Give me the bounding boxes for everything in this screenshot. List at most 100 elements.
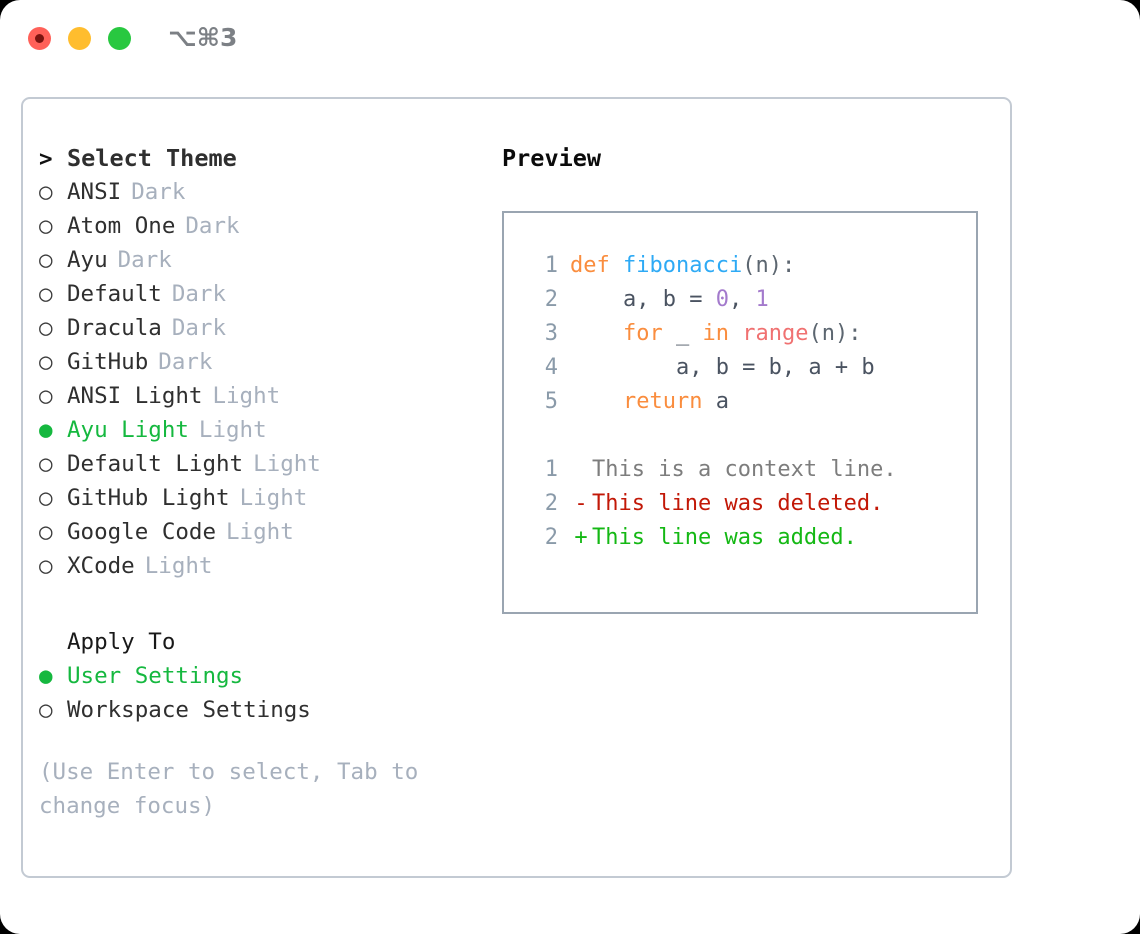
theme-option-label: Ayu (67, 247, 108, 273)
theme-variant-badge: Light (144, 553, 213, 579)
radio-unselected-icon: ○ (39, 349, 53, 375)
radio-unselected-icon: ○ (39, 383, 53, 409)
title-bar: ⌥⌘3 (0, 0, 1140, 78)
code-line: 1 def fibonacci(n): (504, 249, 976, 283)
theme-variant-badge: Dark (158, 349, 213, 375)
radio-unselected-icon: ○ (39, 213, 53, 239)
theme-variant-badge: Light (198, 417, 267, 443)
radio-selected-icon: ● (39, 663, 53, 689)
radio-unselected-icon: ○ (39, 519, 53, 545)
code-token-keyword: def (570, 253, 623, 278)
theme-option-label: Default (67, 281, 162, 307)
code-token-keyword: in (702, 321, 729, 346)
select-theme-heading: > Select Theme (39, 141, 469, 175)
close-window-button[interactable] (28, 27, 51, 50)
radio-unselected-icon: ○ (39, 485, 53, 511)
apply-to-title: Apply To (67, 629, 176, 655)
code-token-number: 1 (755, 287, 769, 312)
line-number: 2 (544, 491, 558, 516)
code-diff-spacer (504, 419, 976, 453)
diff-line-deleted: 2-This line was deleted. (504, 487, 976, 521)
keyboard-shortcut-label: ⌥⌘3 (168, 23, 238, 52)
code-line: 5 return a (504, 385, 976, 419)
radio-unselected-icon: ○ (39, 553, 53, 579)
line-number: 1 (544, 253, 558, 278)
radio-unselected-icon: ○ (39, 451, 53, 477)
code-token-text: a, b = (570, 287, 716, 312)
diff-line-added: 2+This line was added. (504, 521, 976, 555)
diff-text: This line was deleted. (592, 491, 884, 516)
code-token-builtin: range (742, 321, 809, 346)
theme-option-default-light[interactable]: ○ Default Light Light (39, 447, 469, 481)
line-number: 5 (544, 389, 558, 414)
code-token-punct: (n): (808, 321, 862, 346)
line-number: 1 (544, 457, 558, 482)
code-token-keyword: return (622, 389, 703, 414)
theme-variant-badge: Dark (185, 213, 240, 239)
theme-option-google-code[interactable]: ○ Google Code Light (39, 515, 469, 549)
code-token-text (570, 321, 623, 346)
radio-unselected-icon: ○ (39, 315, 53, 341)
preview-title: Preview (502, 144, 602, 172)
diff-line-context: 1 This is a context line. (504, 453, 976, 487)
line-number: 2 (544, 525, 558, 550)
code-token-punct: (n): (742, 253, 796, 278)
code-line: 4 a, b = b, a + b (504, 351, 976, 385)
apply-to-heading: ○ Apply To (39, 625, 469, 659)
apply-to-option-label: User Settings (67, 663, 244, 689)
theme-option-label: Default Light (67, 451, 244, 477)
code-text: a, b = b, a + b (570, 351, 875, 385)
diff-sample: 1 This is a context line.2-This line was… (504, 453, 976, 555)
radio-unselected-icon: ○ (39, 247, 53, 273)
line-number: 2 (544, 287, 558, 312)
radio-unselected-icon: ○ (39, 697, 53, 723)
apply-to-list: ● User Settings ○Workspace Settings (39, 659, 469, 727)
code-text: for _ in range(n): (570, 317, 861, 351)
code-token-text (729, 321, 742, 346)
section-spacer (39, 583, 469, 625)
code-text: a, b = 0, 1 (570, 283, 769, 317)
theme-option-label: Google Code (67, 519, 217, 545)
diff-marker (570, 453, 592, 487)
code-line: 2 a, b = 0, 1 (504, 283, 976, 317)
theme-variant-badge: Light (226, 519, 294, 545)
apply-to-option-workspace-settings[interactable]: ○Workspace Settings (39, 693, 469, 727)
diff-text: This line was added. (592, 525, 857, 550)
keyboard-hint: (Use Enter to select, Tab to change focu… (39, 759, 419, 819)
theme-option-label: GitHub Light (67, 485, 230, 511)
maximize-window-button[interactable] (108, 27, 131, 50)
theme-option-label: ANSI (67, 179, 122, 205)
minimize-window-button[interactable] (68, 27, 91, 50)
code-token-text (570, 389, 623, 414)
theme-variant-badge: Dark (131, 179, 186, 205)
code-token-number: 0 (715, 287, 729, 312)
theme-variant-badge: Light (253, 451, 321, 477)
apply-to-option-user-settings[interactable]: ● User Settings (39, 659, 469, 693)
code-token-text: _ (662, 321, 703, 346)
line-number: 3 (544, 321, 558, 346)
select-theme-title: Select Theme (67, 144, 237, 172)
caret-icon: > (39, 146, 53, 172)
code-token-text: a, b = b, a + b (570, 355, 875, 380)
code-token-function: fibonacci (622, 253, 743, 278)
code-token-text: , (728, 287, 756, 312)
code-token-keyword: for (622, 321, 663, 346)
theme-variant-badge: Dark (171, 315, 227, 341)
code-text: return a (570, 385, 729, 419)
blank-marker: ○ (39, 625, 67, 659)
